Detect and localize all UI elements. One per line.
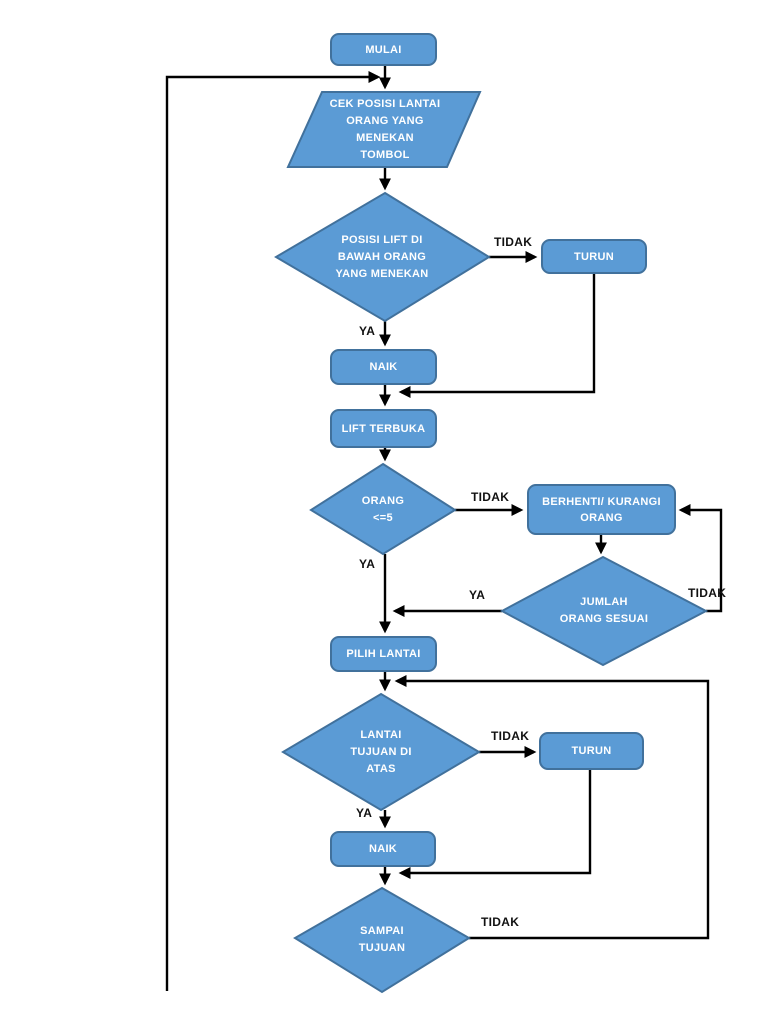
node-cek-posisi-shape: [286, 91, 482, 168]
node-mulai: MULAI: [330, 33, 437, 66]
edge-label-sampai-tidak: TIDAK: [481, 915, 520, 929]
edge-turun2-return: [398, 770, 592, 879]
node-turun-1: TURUN: [541, 239, 647, 274]
node-pilih-lantai: PILIH LANTAI: [330, 636, 437, 672]
edge-label-orang-ya: YA: [359, 557, 376, 571]
edge-label-posisi-ya: YA: [359, 324, 376, 338]
edge-label-jumlah-tidak: TIDAK: [688, 586, 727, 600]
node-sampai-shape: [293, 886, 471, 994]
edge-sampai-tidak-loop: [394, 675, 710, 940]
edge-turun1-return: [398, 274, 596, 398]
node-naik-1: NAIK: [330, 349, 437, 385]
edge-label-orang-tidak: TIDAK: [471, 490, 510, 504]
edge-label-lantai-tidak: TIDAK: [491, 729, 530, 743]
node-orang-max-shape: [309, 462, 457, 556]
edge-label-posisi-tidak: TIDAK: [494, 235, 533, 249]
edge-jumlah-tidak-loop: [678, 504, 723, 613]
edge-label-lantai-ya: YA: [356, 806, 373, 820]
node-naik-2: NAIK: [330, 831, 436, 867]
node-berhenti: BERHENTI/ KURANGI ORANG: [527, 484, 676, 535]
node-lantai-tujuan-shape: [281, 692, 481, 812]
edge-restart-loop: [165, 71, 381, 991]
node-turun-2: TURUN: [539, 732, 644, 770]
node-jumlah-shape: [499, 555, 709, 667]
edge-label-jumlah-ya: YA: [469, 588, 486, 602]
node-lift-terbuka: LIFT TERBUKA: [330, 409, 437, 448]
node-posisi-lift-shape: [274, 191, 491, 323]
